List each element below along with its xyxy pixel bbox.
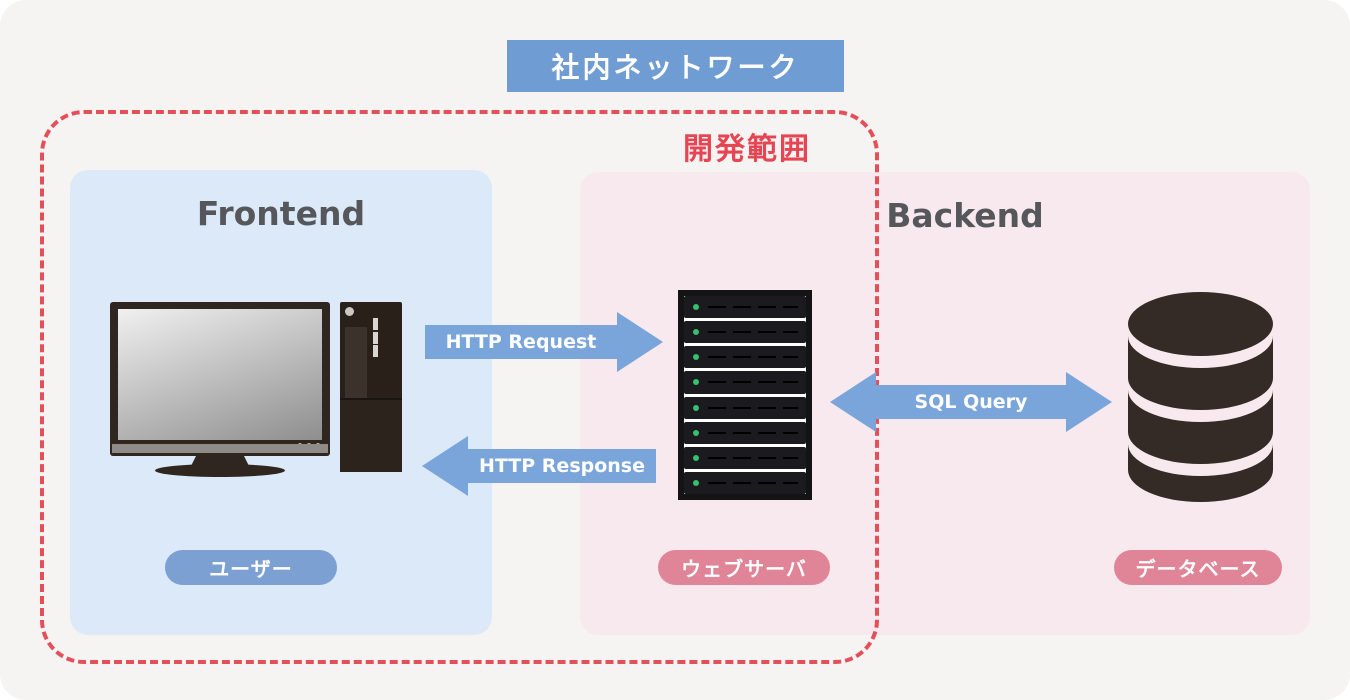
http-response-arrow-body: HTTP Response	[468, 449, 656, 483]
database-badge-label: データベース	[1135, 557, 1261, 581]
vent-slit	[373, 318, 378, 330]
web-server-badge: ウェブサーバ	[658, 550, 830, 585]
led-indicator	[693, 329, 699, 336]
monitor-stand-base	[155, 464, 285, 477]
arrow-head-left-icon	[830, 372, 876, 432]
http-response-arrow: HTTP Response	[422, 436, 656, 496]
sql-query-arrow-body: SQL Query	[876, 385, 1066, 419]
led-indicator	[693, 379, 699, 386]
server-unit	[684, 396, 806, 419]
vent-lines	[708, 406, 798, 409]
arrow-head-right-icon	[617, 312, 663, 372]
drive-bay	[345, 327, 367, 400]
vent-lines	[708, 331, 798, 334]
vent-lines	[708, 306, 798, 309]
server-unit	[684, 296, 806, 319]
http-request-arrow-body: HTTP Request	[425, 325, 617, 359]
internal-network-label: 社内ネットワーク	[551, 51, 800, 84]
led-indicator	[693, 454, 699, 461]
vent-lines	[708, 481, 798, 484]
led-indicator	[693, 404, 699, 411]
vent-slit	[373, 332, 378, 344]
tower-lower-section	[340, 398, 402, 472]
http-response-label: HTTP Response	[479, 455, 645, 477]
monitor-bezel-bar	[112, 444, 328, 453]
user-badge-label: ユーザー	[209, 557, 293, 581]
monitor-screen	[118, 309, 322, 440]
server-unit	[684, 446, 806, 469]
http-request-label: HTTP Request	[445, 331, 597, 353]
vent-lines	[708, 381, 798, 384]
arrow-head-left-icon	[422, 436, 468, 496]
server-unit	[684, 471, 806, 494]
vent-slit	[373, 345, 378, 357]
http-request-arrow: HTTP Request	[425, 312, 663, 372]
arrow-head-right-icon	[1066, 372, 1112, 432]
power-button-icon	[345, 307, 354, 316]
led-indicator	[693, 304, 699, 311]
frontend-panel: Frontend ユーザー	[70, 170, 492, 635]
led-indicator	[693, 354, 699, 361]
backend-title: Backend	[886, 196, 1044, 235]
computer-icon	[110, 300, 410, 477]
server-unit	[684, 346, 806, 369]
vent-lines	[708, 456, 798, 459]
server-unit	[684, 421, 806, 444]
database-badge: データベース	[1114, 550, 1282, 585]
frontend-title: Frontend	[196, 194, 366, 233]
led-indicator	[693, 479, 699, 486]
dev-scope-label: 開発範囲	[683, 132, 811, 167]
server-unit	[684, 371, 806, 394]
desktop-tower-icon	[340, 302, 402, 472]
led-indicator	[693, 429, 699, 436]
vent-lines	[708, 431, 798, 434]
web-server-badge-label: ウェブサーバ	[681, 557, 807, 581]
internal-network-banner: 社内ネットワーク	[507, 40, 844, 92]
sql-query-label: SQL Query	[914, 391, 1028, 413]
web-server-icon	[678, 290, 812, 500]
user-badge: ユーザー	[165, 550, 337, 585]
database-icon	[1128, 292, 1273, 502]
monitor-icon	[110, 302, 330, 456]
sql-query-arrow: SQL Query	[830, 372, 1112, 432]
server-unit	[684, 321, 806, 344]
vent-lines	[708, 356, 798, 359]
